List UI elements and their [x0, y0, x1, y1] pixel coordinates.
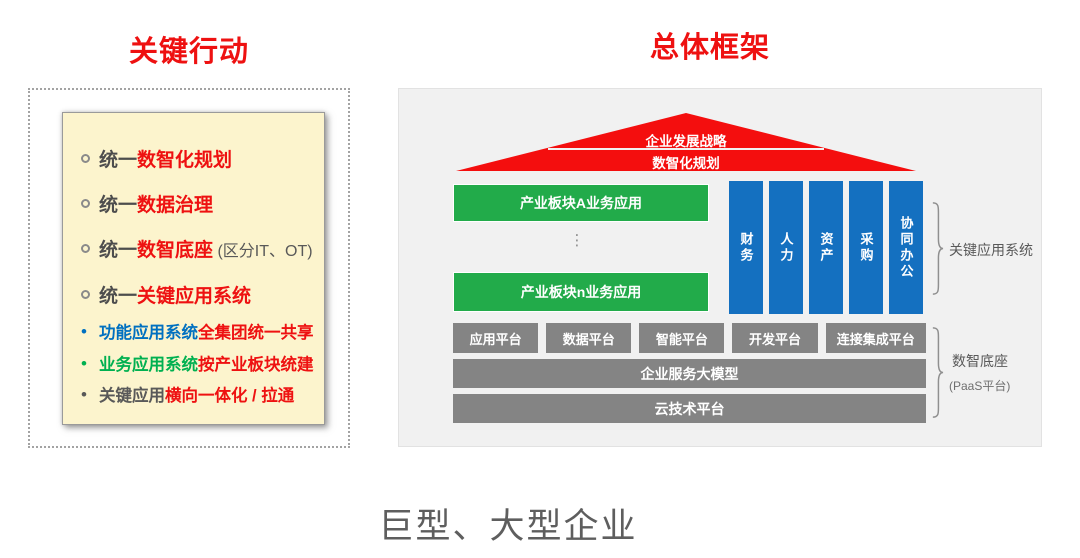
- circle-bullet-icon: [81, 244, 90, 253]
- sub-item-key-apps: • 关键应用横向一体化 / 拉通: [81, 382, 321, 406]
- list-item-unified-data-governance: 统一数据治理: [81, 190, 321, 217]
- dev-platform-box: 开发平台: [732, 323, 818, 353]
- cloud-platform-bar: 云技术平台: [453, 394, 926, 423]
- finance-column: 财务: [729, 181, 763, 314]
- paas-platform-label: (PaaS平台): [949, 379, 1011, 393]
- assets-column: 资产: [809, 181, 843, 314]
- strategy-roof-triangle: 企业发展战略 数智化规划: [456, 113, 916, 171]
- overall-framework-title: 总体框架: [649, 32, 770, 64]
- integration-platform-box: 连接集成平台: [825, 323, 927, 353]
- enterprise-type-caption: 巨型、大型企业: [378, 507, 638, 546]
- list-item-text: 统一关键应用系统: [99, 286, 252, 307]
- collab-office-column: 协同办公: [889, 181, 923, 314]
- digital-planning-label: 数智化规划: [652, 156, 720, 171]
- shared-app-columns: 财务 人力 资产 采购 协同办公: [729, 181, 923, 314]
- industry-sector-a-bar: 产业板块A业务应用: [453, 184, 709, 222]
- industry-sector-n-bar: 产业板块n业务应用: [453, 272, 709, 312]
- key-app-systems-label: 关键应用系统: [949, 242, 1033, 258]
- sub-item-business-apps: • 业务应用系统按产业板块统建: [81, 351, 321, 375]
- app-platform-box: 应用平台: [453, 323, 539, 353]
- procurement-column: 采购: [849, 181, 883, 314]
- sub-item-text: 业务应用系统按产业板块统建: [98, 356, 314, 374]
- data-platform-box: 数据平台: [546, 323, 632, 353]
- ai-platform-box: 智能平台: [639, 323, 725, 353]
- list-item-unified-base: 统一数智底座 (区分IT、OT): [81, 235, 321, 262]
- list-item-text: 统一数智化规划: [99, 150, 233, 171]
- roof-divider-line: [548, 148, 824, 150]
- list-item-unified-planning: 统一数智化规划: [81, 145, 321, 172]
- framework-panel: 企业发展战略 数智化规划 产业板块A业务应用 ⋮ 产业板块n业务应用 财务 人力…: [398, 88, 1042, 447]
- dot-bullet-icon: •: [81, 353, 87, 373]
- key-actions-card: 统一数智化规划 统一数据治理 统一数智底座 (区分IT、OT) 统一关键应用系统…: [62, 112, 325, 425]
- platform-row: 应用平台 数据平台 智能平台 开发平台 连接集成平台: [453, 323, 927, 353]
- sub-item-text: 功能应用系统全集团统一共享: [98, 324, 314, 342]
- circle-bullet-icon: [81, 199, 90, 208]
- enterprise-model-bar: 企业服务大模型: [453, 359, 926, 388]
- list-item-text: 统一数智底座 (区分IT、OT): [99, 240, 313, 261]
- sub-item-functional-apps: • 功能应用系统全集团统一共享: [81, 319, 321, 343]
- right-brace-icon: [932, 202, 944, 295]
- list-item-unified-key-apps: 统一关键应用系统: [81, 281, 321, 308]
- dot-bullet-icon: •: [81, 321, 87, 341]
- hr-column: 人力: [769, 181, 803, 314]
- sub-item-text: 关键应用横向一体化 / 拉通: [98, 387, 295, 405]
- digital-base-label: 数智底座: [952, 353, 1008, 369]
- right-brace-icon: [932, 327, 944, 418]
- key-actions-title: 关键行动: [128, 36, 249, 68]
- key-actions-dotted-border: [28, 88, 350, 448]
- vertical-ellipsis: ⋮: [569, 232, 585, 249]
- circle-bullet-icon: [81, 290, 90, 299]
- enterprise-strategy-label: 企业发展战略: [645, 134, 727, 149]
- circle-bullet-icon: [81, 154, 90, 163]
- list-item-text: 统一数据治理: [99, 195, 214, 216]
- dot-bullet-icon: •: [81, 384, 87, 404]
